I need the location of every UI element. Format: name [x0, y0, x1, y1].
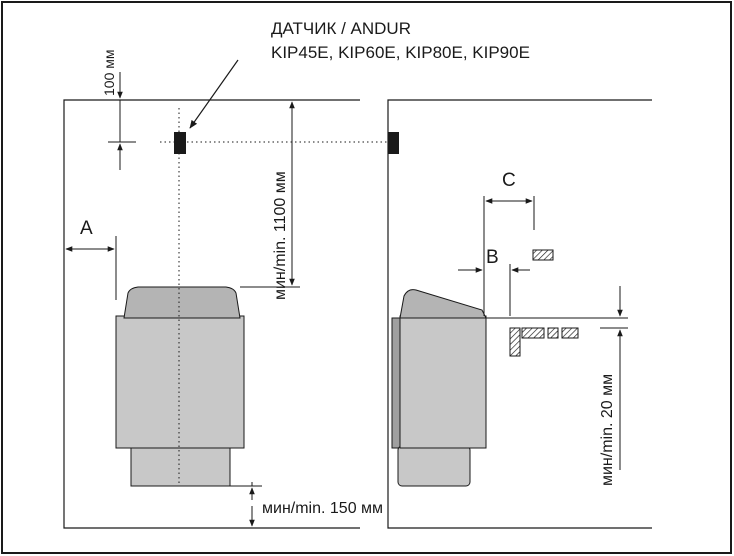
sensor-heading-line2: KIP45E, KIP60E, KIP80E, KIP90E [271, 43, 530, 62]
sensor-front [174, 132, 186, 154]
heater-base [130, 445, 231, 487]
top-gap-label: 100 мм [101, 50, 117, 97]
heater-side [391, 289, 487, 487]
sensor-heading-line1: ДАТЧИК / ANDUR [271, 19, 411, 38]
side-gap-label: мин/min. 20 мм [599, 374, 616, 486]
clearance-b-label: B [486, 247, 499, 268]
clearance-c-label: C [502, 170, 516, 191]
sensor-side [388, 132, 399, 154]
wall-ceiling-floor-side [387, 99, 652, 529]
front-view [63, 59, 388, 529]
guard-rail-lower-2 [547, 327, 559, 339]
guard-rail-lower-3 [561, 327, 579, 339]
heater-side-base [397, 445, 471, 487]
heater-side-cover [399, 289, 487, 319]
side-view [387, 99, 652, 529]
heater-body [115, 315, 245, 449]
sensor-height-label: мин/min. 1100 мм [272, 171, 289, 300]
heater-front [115, 286, 245, 487]
guard-rail-post [509, 327, 521, 357]
wall-ceiling-floor-front [63, 99, 360, 529]
sensor-leader-arrow [189, 59, 239, 129]
guard-rail-upper [532, 249, 554, 261]
guard-rail-lower-1 [521, 327, 545, 339]
heater-stone-cover [123, 286, 241, 319]
floor-gap-label: мин/min. 150 мм [262, 500, 383, 517]
heater-wall-bracket [391, 317, 401, 449]
clearance-a-label: A [80, 218, 93, 239]
heater-side-body [399, 315, 487, 449]
